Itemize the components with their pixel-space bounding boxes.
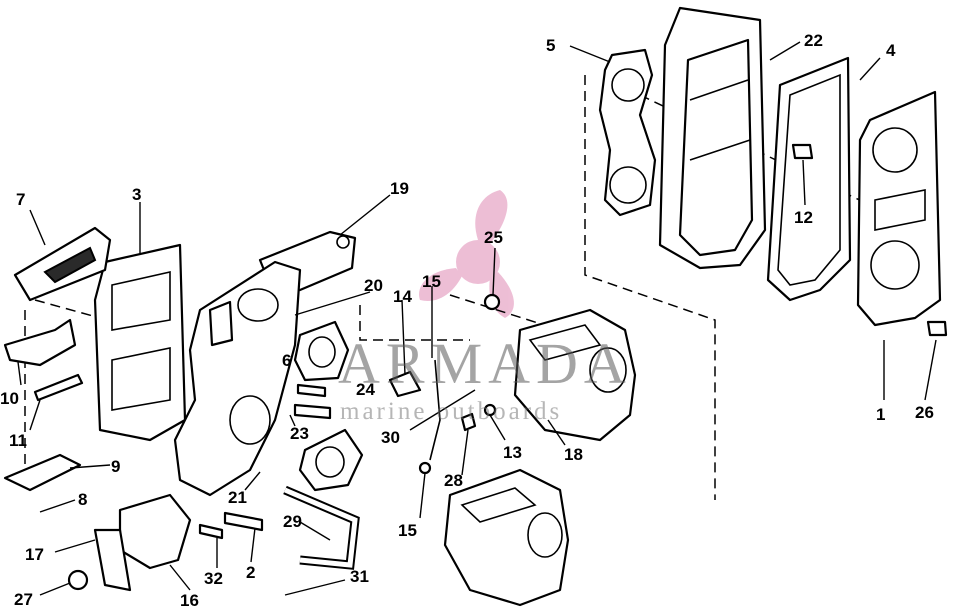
callout-12: 12 <box>794 208 813 227</box>
callout-15-lower: 15 <box>398 521 417 540</box>
callout-25: 25 <box>484 228 503 247</box>
callout-32: 32 <box>204 569 223 588</box>
part-18-carburetor-upper <box>513 308 637 442</box>
callout-19: 19 <box>390 179 409 198</box>
part-5-gasket <box>598 48 657 217</box>
part-29-fuel-hose <box>283 485 360 570</box>
callout-18: 18 <box>564 445 583 464</box>
callout-3: 3 <box>132 185 142 204</box>
callout-22: 22 <box>804 31 823 50</box>
callout-29: 29 <box>283 512 302 531</box>
callout-28: 28 <box>444 471 463 490</box>
callout-15-upper: 15 <box>422 272 441 291</box>
part-carburetor-lower <box>443 468 570 607</box>
intake-manifold <box>173 260 302 497</box>
callout-24: 24 <box>356 380 375 399</box>
callout-30: 30 <box>381 428 400 447</box>
callout-2: 2 <box>246 563 256 582</box>
part-11-reed-stop <box>33 373 84 402</box>
part-9-plate <box>3 453 82 492</box>
callout-7: 7 <box>16 190 26 209</box>
callout-5: 5 <box>546 36 556 55</box>
watermark-propeller-logo <box>419 190 514 318</box>
callout-9: 9 <box>111 457 121 476</box>
callout-1: 1 <box>876 405 886 424</box>
bolts <box>198 383 332 540</box>
callout-21: 21 <box>228 488 247 507</box>
callout-31: 31 <box>350 567 369 586</box>
part-4-gasket <box>766 56 852 302</box>
callout-23: 23 <box>290 424 309 443</box>
part-23-gasket <box>298 428 364 492</box>
callout-20: 20 <box>364 276 383 295</box>
callout-10: 10 <box>0 389 19 408</box>
part-7-reed-block <box>13 226 112 302</box>
callout-16: 16 <box>180 591 199 610</box>
callout-4: 4 <box>886 41 896 60</box>
callout-27: 27 <box>14 590 33 609</box>
callout-13: 13 <box>503 443 522 462</box>
small-fittings <box>388 293 501 475</box>
callout-6: 6 <box>282 351 292 370</box>
screw-parts <box>791 143 948 337</box>
part-27-knob <box>67 569 89 591</box>
callout-26: 26 <box>915 403 934 422</box>
callout-14: 14 <box>393 287 412 306</box>
watermark-tagline: marine outboards <box>340 398 563 425</box>
callout-11: 11 <box>9 431 27 450</box>
callout-8: 8 <box>78 490 88 509</box>
leader-lines <box>17 41 937 596</box>
part-1-intake-cover <box>856 90 942 327</box>
callout-17: 17 <box>25 545 44 564</box>
watermark-brand: ARMADA <box>338 331 632 396</box>
part-6-gasket <box>293 320 350 382</box>
part-16-bracket <box>93 493 192 592</box>
part-22-airbox-housing <box>658 6 767 270</box>
part-3-reed-gasket <box>93 243 187 442</box>
part-10-reed-petal <box>3 318 77 367</box>
